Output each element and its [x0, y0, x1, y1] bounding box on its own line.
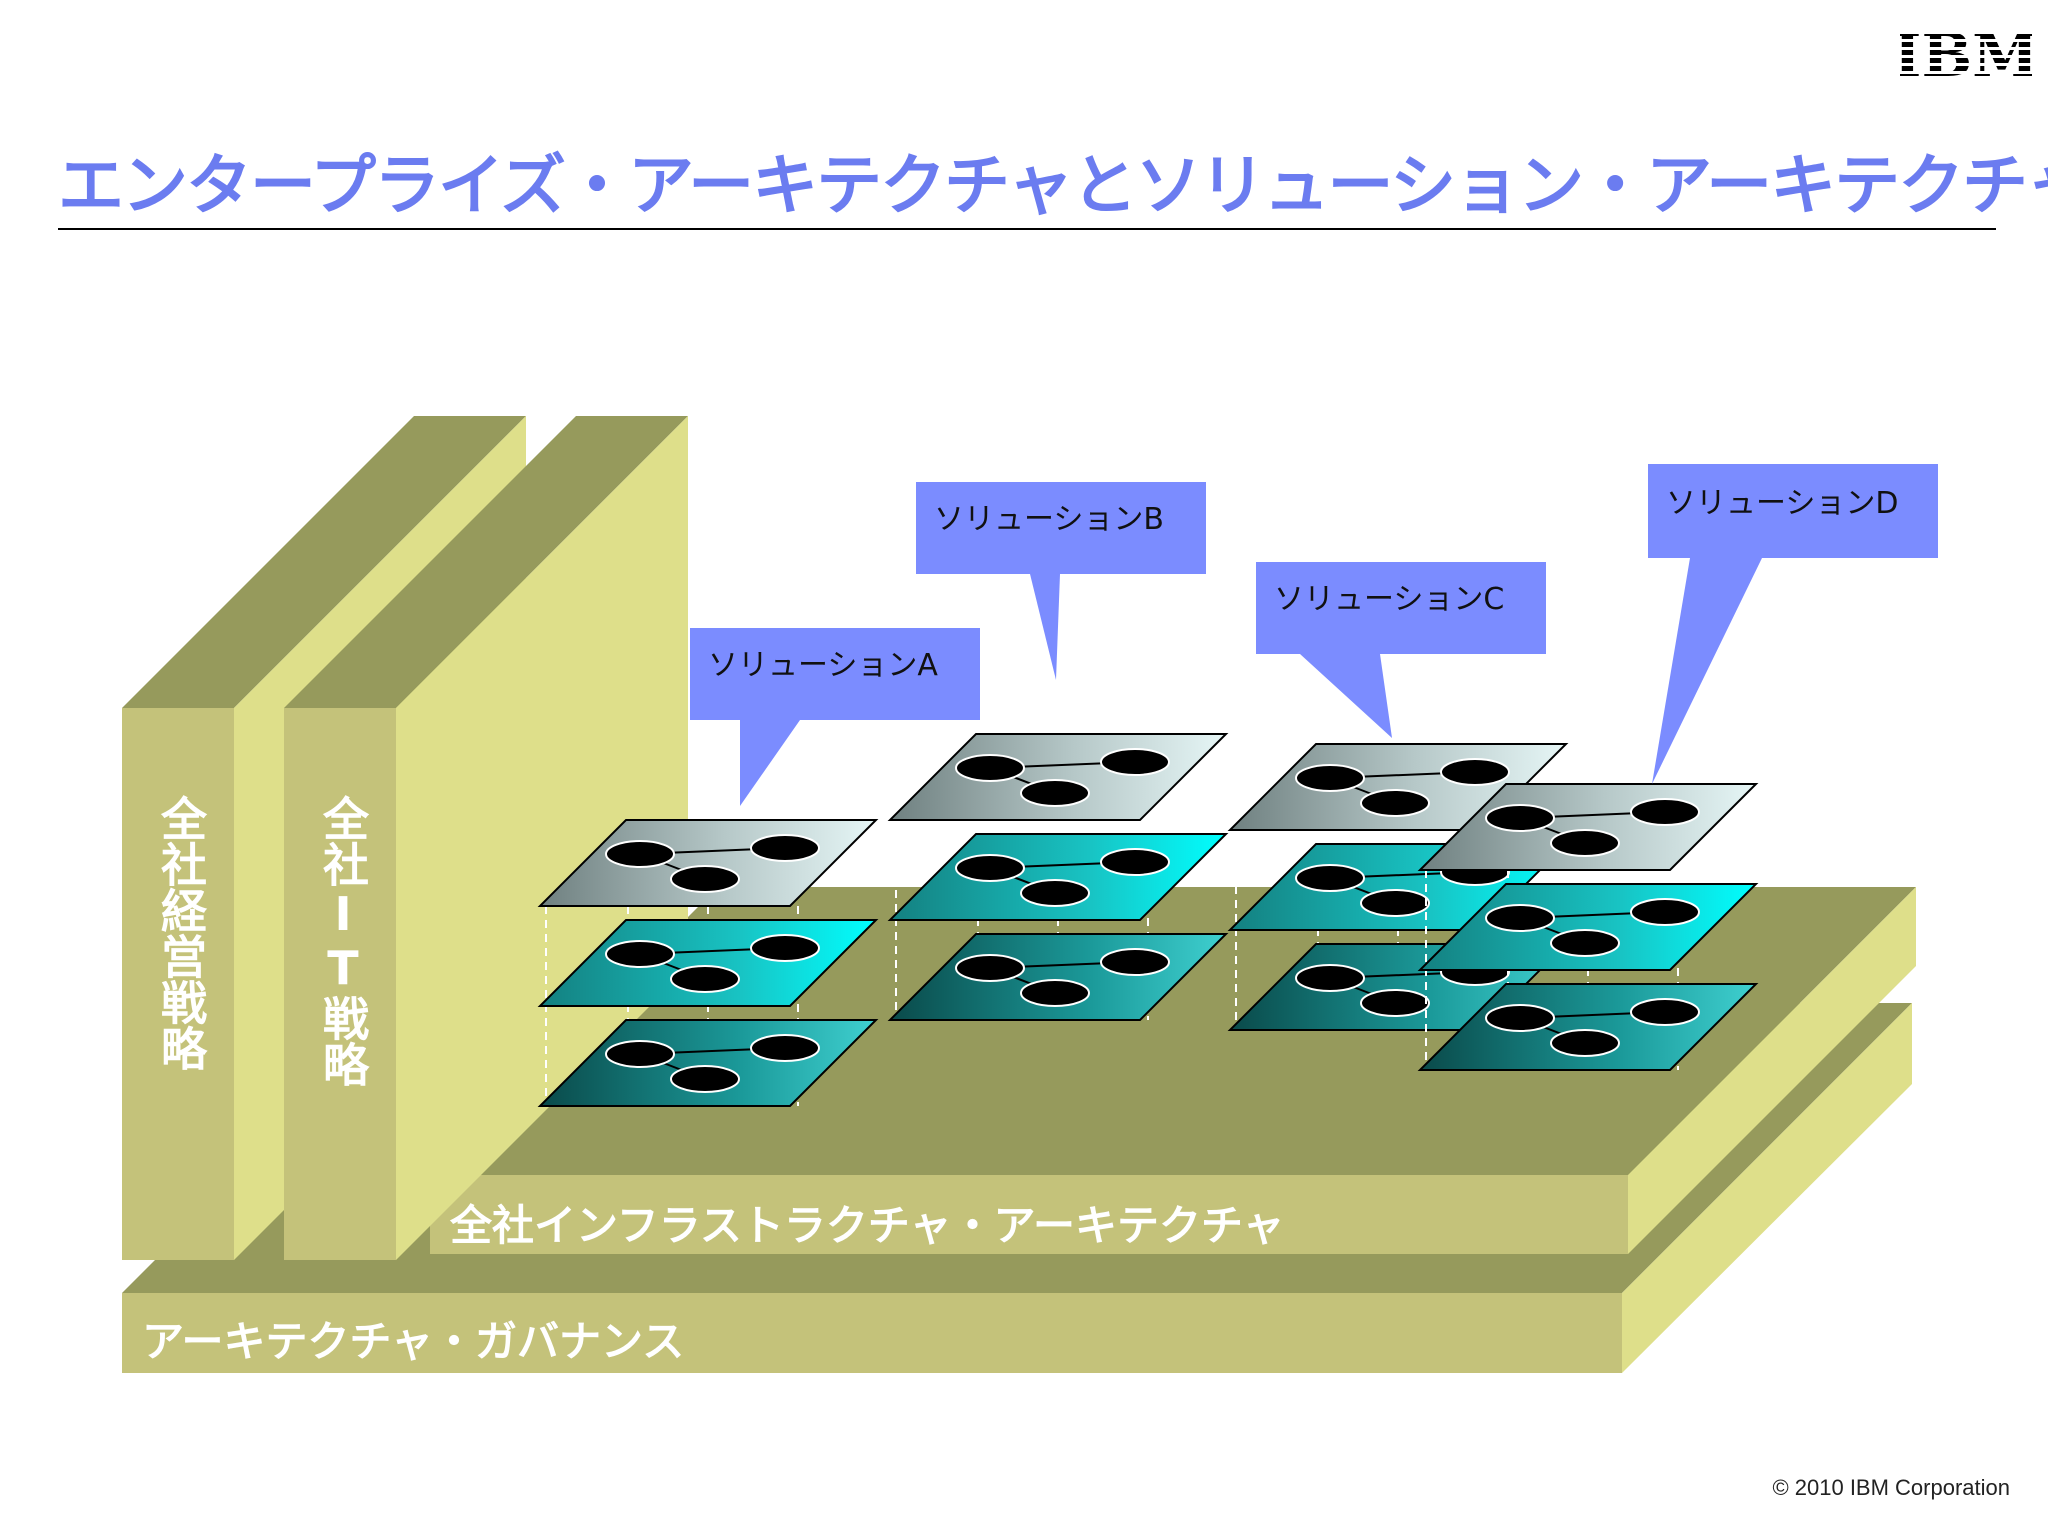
callout-solution-b	[916, 482, 1206, 680]
node	[1630, 998, 1700, 1026]
solution-plate	[887, 933, 1229, 1021]
node	[1020, 979, 1090, 1007]
node	[1485, 904, 1555, 932]
callout-label-solution-c: ソリューションC	[1274, 582, 1505, 617]
solution-plate	[887, 733, 1229, 821]
ibm-logo: IBM	[1900, 26, 2032, 84]
node	[1295, 764, 1365, 792]
callout-solution-c	[1256, 562, 1546, 738]
solution-plate	[537, 919, 879, 1007]
node	[605, 840, 675, 868]
node	[605, 1040, 675, 1068]
node	[1360, 989, 1430, 1017]
node	[1100, 948, 1170, 976]
solution-plate	[1417, 983, 1759, 1071]
callout-label-solution-b: ソリューションB	[934, 502, 1164, 537]
node	[1020, 779, 1090, 807]
node	[955, 754, 1025, 782]
node	[750, 834, 820, 862]
copyright: © 2010 IBM Corporation	[1772, 1475, 2010, 1500]
solution-callouts	[690, 464, 1938, 806]
node	[955, 854, 1025, 882]
governance-layer-label: アーキテクチャ・ガバナンス	[142, 1317, 685, 1366]
node	[1485, 1004, 1555, 1032]
node	[605, 940, 675, 968]
node	[955, 954, 1025, 982]
node	[1360, 789, 1430, 817]
pillar-label-corporate-strategy: 全社経営戦略	[154, 795, 208, 1071]
pillar-label-it-strategy: 全社IT戦略	[316, 795, 370, 1087]
node	[1295, 864, 1365, 892]
stack-solution-a	[537, 819, 879, 1107]
node	[1550, 929, 1620, 957]
page-title: エンタープライズ・アーキテクチャとソリューション・アーキテクチャ	[58, 147, 2048, 224]
node	[1440, 758, 1510, 786]
node	[1630, 898, 1700, 926]
callout-solution-a	[690, 628, 980, 806]
callout-label-solution-a: ソリューションA	[708, 648, 938, 683]
node	[1100, 748, 1170, 776]
ibm-logo-text: IBM	[1900, 26, 2032, 84]
node	[670, 965, 740, 993]
node	[750, 1034, 820, 1062]
solution-plate	[887, 833, 1229, 921]
stack-solution-d	[1417, 783, 1759, 1071]
node	[1550, 829, 1620, 857]
callout-solution-d	[1648, 464, 1938, 784]
infrastructure-layer-label: 全社インフラストラクチャ・アーキテクチャ	[450, 1201, 1285, 1250]
node	[670, 865, 740, 893]
solution-plate	[537, 819, 879, 907]
solution-plate	[537, 1019, 879, 1107]
node	[1485, 804, 1555, 832]
stack-solution-b	[887, 733, 1229, 1021]
node	[1295, 964, 1365, 992]
node	[1020, 879, 1090, 907]
node	[1630, 798, 1700, 826]
node	[1550, 1029, 1620, 1057]
node	[1360, 889, 1430, 917]
node	[750, 934, 820, 962]
title-divider	[58, 228, 1996, 230]
node	[1100, 848, 1170, 876]
node	[670, 1065, 740, 1093]
solution-plate	[1417, 783, 1759, 871]
callout-label-solution-d: ソリューションD	[1666, 486, 1899, 521]
pillar-it-strategy	[284, 416, 688, 1260]
solution-stacks	[537, 733, 1759, 1107]
solution-plate	[1417, 883, 1759, 971]
